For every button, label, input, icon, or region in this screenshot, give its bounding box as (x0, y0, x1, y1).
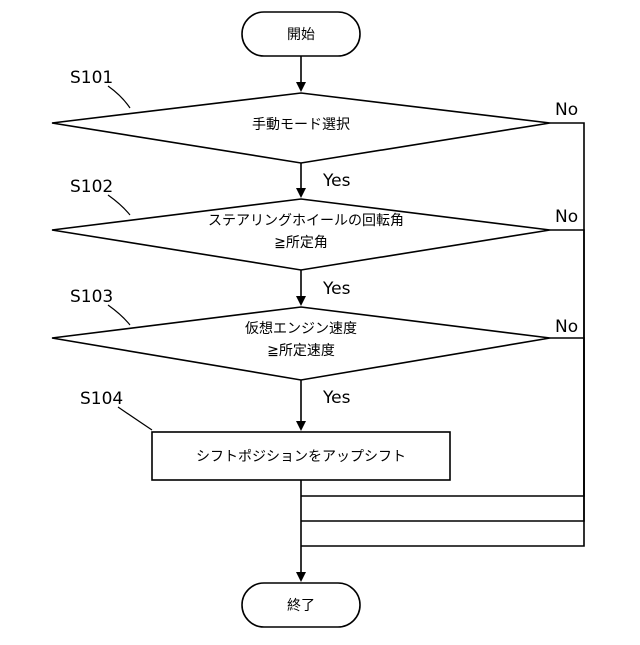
end-label: 終了 (287, 598, 315, 614)
s102-no-label: No (555, 207, 578, 227)
s103-text-line2: ≧所定速度 (267, 343, 335, 359)
s103-no-label: No (555, 317, 578, 337)
s102-yes-label: Yes (322, 279, 351, 299)
s103-text-line1: 仮想エンジン速度 (245, 321, 357, 337)
s102-text-line2: ≧所定角 (274, 235, 328, 251)
s102-leader (108, 195, 130, 215)
s101-no-label: No (555, 100, 578, 120)
s101-yes-label: Yes (322, 171, 351, 191)
s101-step-id: S101 (70, 68, 113, 88)
s103-yes-label: Yes (322, 388, 351, 408)
start-label: 開始 (287, 27, 315, 43)
s102-step-id: S102 (70, 177, 113, 197)
s104-text: シフトポジションをアップシフト (196, 449, 406, 465)
s104-leader (118, 407, 152, 430)
s103-leader (108, 305, 130, 325)
s101-leader (108, 86, 130, 108)
s102-text-line1: ステアリングホイールの回転角 (208, 213, 404, 229)
s104-step-id: S104 (80, 389, 123, 409)
s103-step-id: S103 (70, 287, 113, 307)
s101-text: 手動モード選択 (252, 117, 350, 133)
